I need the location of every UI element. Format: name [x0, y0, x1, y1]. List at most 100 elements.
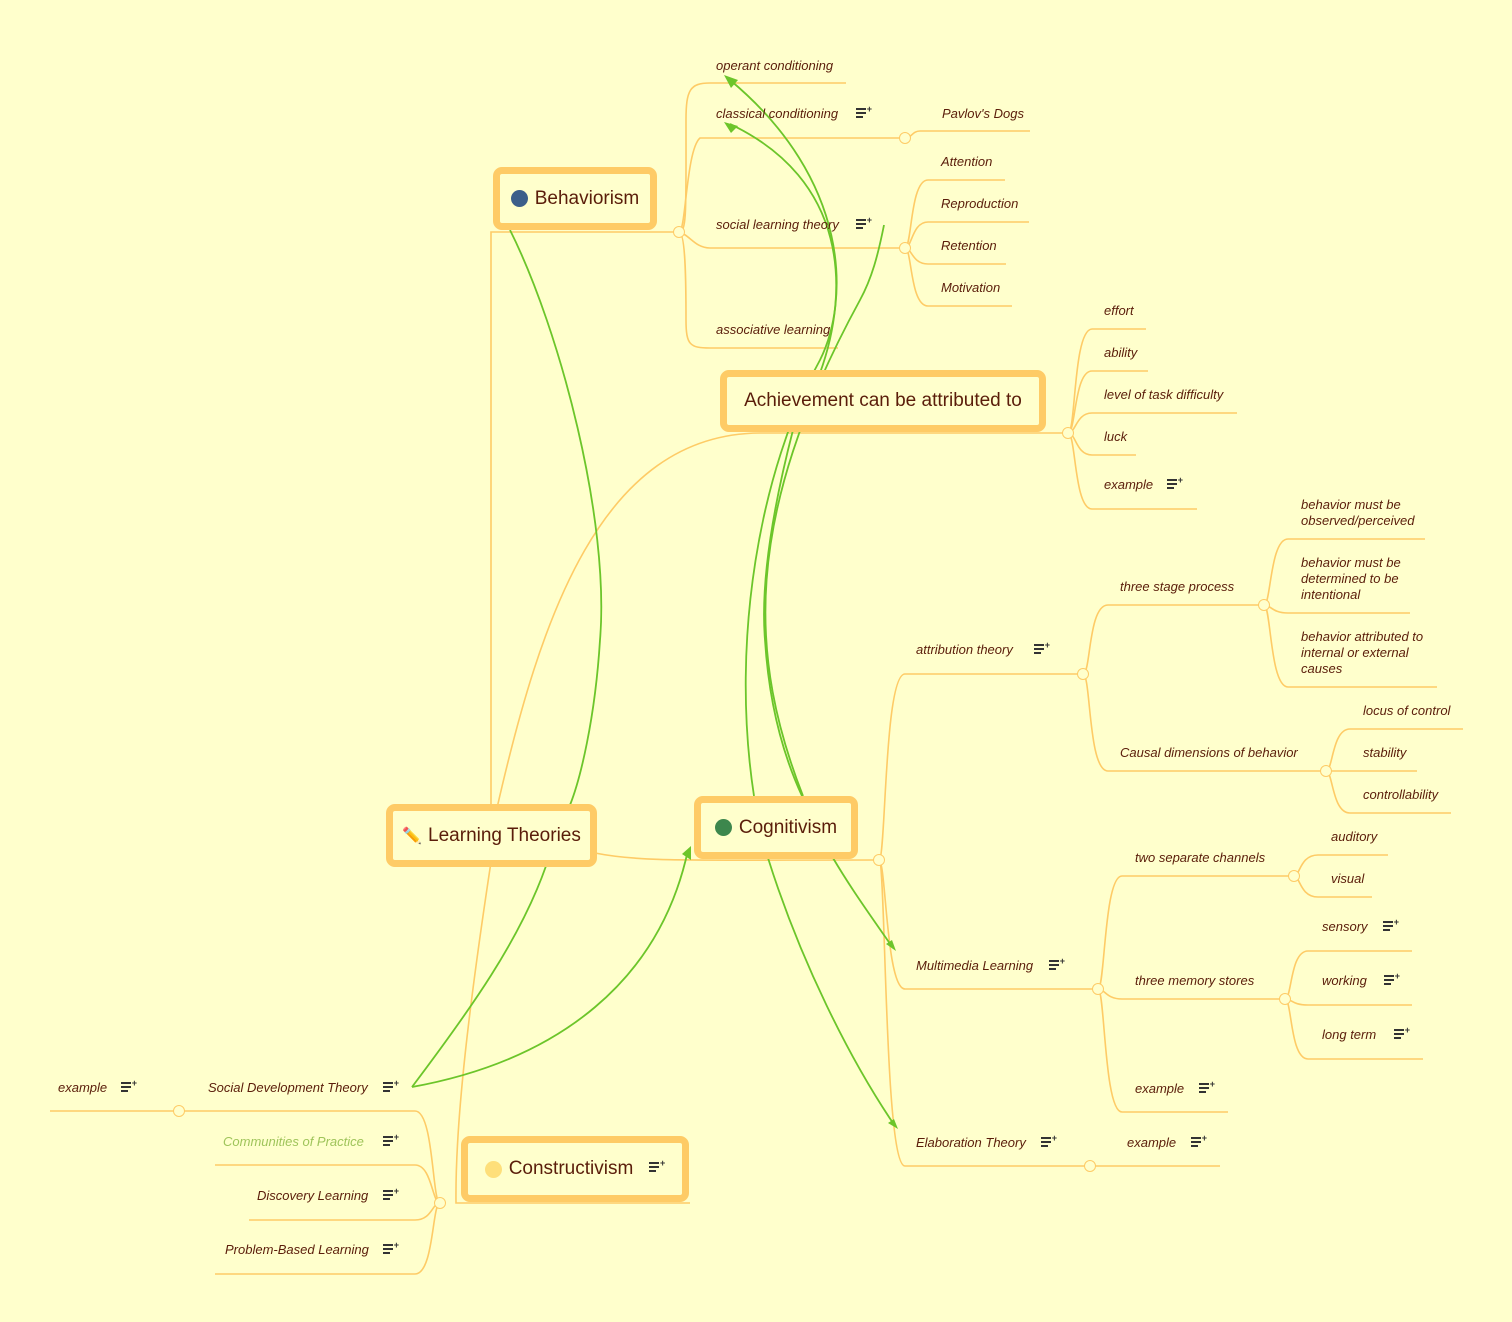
green-dot-icon — [714, 819, 732, 836]
collapse-toggle[interactable] — [1062, 427, 1074, 439]
subtopic-sd-example[interactable]: example — [58, 1080, 108, 1095]
subtopic-luck[interactable]: luck — [1104, 429, 1128, 444]
subtopic-pavlovs-dogs[interactable]: Pavlov's Dogs — [942, 106, 1024, 121]
collapse-toggle[interactable] — [1279, 993, 1291, 1005]
subtopic-social-development-theory[interactable]: Social Development Theory — [208, 1080, 368, 1095]
subtopic-problem-based-learning[interactable]: Problem-Based Learning — [225, 1242, 369, 1257]
collapse-toggle[interactable] — [899, 132, 911, 144]
collapse-toggle[interactable] — [873, 854, 885, 866]
topic-learning-theories[interactable]: ✏️ Learning Theories — [386, 804, 597, 867]
note-icon[interactable]: + — [1199, 1080, 1215, 1095]
note-icon[interactable]: + — [1049, 957, 1065, 972]
subtopic-internal-external[interactable]: behavior attributed to internal or exter… — [1301, 629, 1424, 676]
subtopic-causal-dimensions[interactable]: Causal dimensions of behavior — [1120, 745, 1298, 760]
topic-cognitivism[interactable]: Cognitivism — [694, 796, 858, 859]
note-icon[interactable]: + — [1394, 1026, 1410, 1041]
branch-associative — [678, 231, 838, 349]
relation-achievement-cognitivism — [763, 429, 803, 797]
topic-constructivism[interactable]: Constructivism + — [461, 1136, 689, 1202]
subtopic-locus-of-control[interactable]: locus of control — [1363, 703, 1451, 718]
collapse-toggle[interactable] — [434, 1197, 446, 1209]
subtopic-discovery-learning[interactable]: Discovery Learning — [257, 1188, 369, 1203]
note-icon[interactable]: + — [1167, 476, 1183, 491]
topic-label: Cognitivism — [738, 816, 838, 838]
note-icon[interactable]: + — [383, 1187, 399, 1202]
note-icon[interactable]: + — [1383, 918, 1399, 933]
subtopic-long-term[interactable]: long term — [1322, 1027, 1377, 1042]
note-icon[interactable]: + — [1034, 641, 1050, 656]
subtopic-observed[interactable]: behavior must be observed/perceived — [1301, 497, 1415, 528]
subtopic-motivation[interactable]: Motivation — [941, 280, 1001, 295]
note-icon[interactable]: + — [383, 1241, 399, 1256]
relation-cognitivism-multimedia — [832, 857, 894, 949]
relation-helper — [765, 430, 793, 742]
subtopic-attribution-theory[interactable]: attribution theory — [916, 642, 1013, 657]
note-icon[interactable]: + — [383, 1133, 399, 1148]
note-icon[interactable]: + — [649, 1159, 665, 1174]
collapse-toggle[interactable] — [1077, 668, 1089, 680]
subtopic-el-example[interactable]: example — [1127, 1135, 1177, 1150]
branch-lt-cognitivism — [594, 852, 880, 861]
branch-operant — [678, 82, 846, 233]
relation-behaviorism-lt — [509, 229, 603, 806]
note-icon[interactable]: + — [856, 105, 872, 120]
subtopic-mm-example[interactable]: example — [1135, 1081, 1185, 1096]
subtopic-attention[interactable]: Attention — [941, 154, 993, 169]
note-icon[interactable]: + — [121, 1079, 137, 1094]
subtopic-operant-conditioning[interactable]: operant conditioning — [716, 58, 834, 73]
subtopic-communities-of-practice[interactable]: Communities of Practice — [223, 1134, 364, 1149]
subtopic-three-memory-stores[interactable]: three memory stores — [1135, 973, 1255, 988]
branch-difficulty — [1067, 412, 1237, 434]
subtopic-ability[interactable]: ability — [1104, 345, 1138, 360]
note-icon[interactable]: + — [1384, 972, 1400, 987]
collapse-toggle[interactable] — [1320, 765, 1332, 777]
arrowhead-operant — [724, 75, 738, 88]
note-icon[interactable]: + — [856, 216, 872, 231]
topic-label: Achievement can be attributed to — [744, 390, 1022, 411]
subtopic-social-learning-theory[interactable]: social learning theory — [716, 217, 839, 232]
subtopic-classical-conditioning[interactable]: classical conditioning — [716, 106, 839, 121]
subtopic-retention[interactable]: Retention — [941, 238, 997, 253]
subtopic-working[interactable]: working — [1322, 973, 1367, 988]
collapse-toggle[interactable] — [1258, 599, 1270, 611]
arrowhead-classical — [724, 122, 738, 133]
branch-multimedia — [878, 859, 1098, 990]
relation-socialdev-cognitivism — [411, 849, 689, 1088]
arrowhead-elaboration — [888, 1119, 898, 1129]
subtopic-effort[interactable]: effort — [1104, 303, 1134, 318]
subtopic-multimedia-learning[interactable]: Multimedia Learning — [916, 958, 1034, 973]
branch-ach-example — [1067, 432, 1197, 510]
branch-discovery — [249, 1202, 441, 1221]
branch-intentional — [1263, 604, 1410, 614]
branch-working — [1284, 998, 1412, 1006]
subtopic-associative-learning[interactable]: associative learning — [716, 322, 831, 337]
subtopic-two-separate-channels[interactable]: two separate channels — [1135, 850, 1266, 865]
collapse-toggle[interactable] — [1092, 983, 1104, 995]
collapse-toggle[interactable] — [1288, 870, 1300, 882]
subtopic-controllability[interactable]: controllability — [1363, 787, 1439, 802]
branch-lt-constructivism — [455, 861, 690, 1204]
topic-behaviorism[interactable]: Behaviorism — [493, 167, 657, 230]
subtopic-task-difficulty[interactable]: level of task difficulty — [1104, 387, 1224, 402]
collapse-toggle[interactable] — [1084, 1160, 1096, 1172]
collapse-toggle[interactable] — [899, 242, 911, 254]
subtopic-auditory[interactable]: auditory — [1331, 829, 1378, 844]
subtopic-sensory[interactable]: sensory — [1322, 919, 1368, 934]
collapse-toggle[interactable] — [673, 226, 685, 238]
note-icon[interactable]: + — [1191, 1134, 1207, 1149]
subtopic-reproduction[interactable]: Reproduction — [941, 196, 1019, 211]
relation-cognitivism-elaboration — [767, 857, 896, 1127]
subtopic-example[interactable]: example — [1104, 477, 1154, 492]
topic-label: Constructivism — [508, 1158, 634, 1179]
subtopic-elaboration-theory[interactable]: Elaboration Theory — [916, 1135, 1026, 1150]
note-icon[interactable]: + — [1041, 1134, 1057, 1149]
topic-achievement[interactable]: Achievement can be attributed to — [720, 370, 1046, 432]
subtopic-visual[interactable]: visual — [1331, 871, 1365, 886]
subtopic-stability[interactable]: stability — [1363, 745, 1407, 760]
note-icon[interactable]: + — [383, 1079, 399, 1094]
collapse-toggle[interactable] — [173, 1105, 185, 1117]
relation-lt-socialdev — [411, 865, 547, 1088]
subtopic-intentional[interactable]: behavior must be determined to be intent… — [1301, 555, 1401, 602]
subtopic-three-stage-process[interactable]: three stage process — [1120, 579, 1235, 594]
relation-achievement-classical — [729, 123, 838, 374]
